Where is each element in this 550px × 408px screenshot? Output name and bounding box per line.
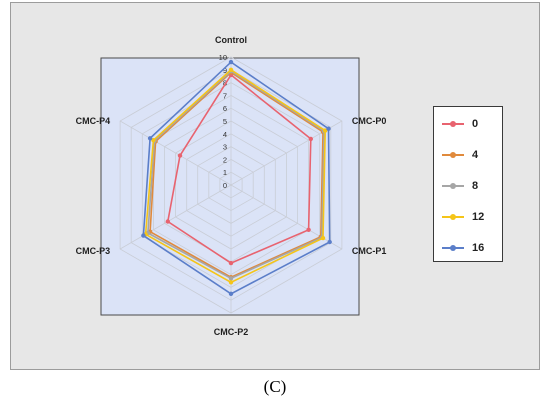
legend-item: 16 [442, 240, 484, 256]
series-point [320, 235, 326, 241]
legend-item: 4 [442, 147, 478, 163]
legend-item: 8 [442, 178, 478, 194]
series-point [228, 67, 234, 73]
legend: 0 4 8 12 16 [433, 106, 503, 262]
series-point [228, 59, 234, 65]
series-point [228, 260, 234, 266]
axis-label: CMC-P0 [352, 116, 387, 126]
legend-swatch [442, 181, 464, 191]
legend-label: 8 [472, 180, 479, 192]
tick-label: 3 [223, 143, 227, 152]
series-point [326, 126, 331, 131]
series-point [327, 239, 332, 245]
legend-label: 12 [472, 211, 485, 223]
series-point [228, 276, 234, 281]
tick-label: 10 [219, 53, 227, 62]
series-point [306, 227, 311, 232]
tick-label: 1 [223, 168, 227, 177]
series-point [177, 153, 183, 158]
series-0 [165, 72, 313, 266]
grid-spoke [119, 120, 232, 186]
axis-label: CMC-P1 [352, 246, 387, 256]
legend-label: 0 [472, 118, 479, 130]
tick-label: 4 [223, 130, 227, 139]
series-point [165, 219, 170, 224]
series-point [141, 233, 146, 238]
legend-item: 0 [442, 116, 478, 132]
grid-spoke [119, 184, 232, 250]
legend-label: 4 [472, 149, 479, 161]
plot-area [100, 57, 360, 316]
tick-label: 7 [223, 91, 227, 100]
panel-caption: (C) [263, 377, 287, 396]
series-point [228, 280, 234, 285]
axis-label: CMC-P3 [76, 246, 111, 256]
series-12 [143, 67, 328, 285]
series-point [147, 136, 153, 141]
tick-label: 2 [223, 155, 227, 164]
axis-label: Control [215, 35, 247, 45]
legend-label: 16 [472, 242, 485, 254]
series-point [151, 138, 156, 143]
series-point [323, 128, 328, 133]
series-point [228, 291, 234, 296]
legend-item: 12 [442, 209, 484, 225]
tick-label: 6 [223, 104, 227, 113]
axis-label: CMC-P4 [76, 116, 111, 126]
legend-swatch [442, 150, 464, 160]
series-point [308, 136, 313, 142]
legend-swatch [442, 119, 464, 129]
legend-swatch [442, 212, 464, 222]
tick-label: 5 [223, 117, 227, 126]
axis-label: CMC-P2 [214, 327, 249, 337]
tick-label: 0 [223, 181, 227, 190]
tick-label: 9 [223, 66, 227, 75]
series-16 [141, 59, 332, 296]
legend-swatch [442, 243, 464, 253]
series-layer [141, 59, 332, 296]
